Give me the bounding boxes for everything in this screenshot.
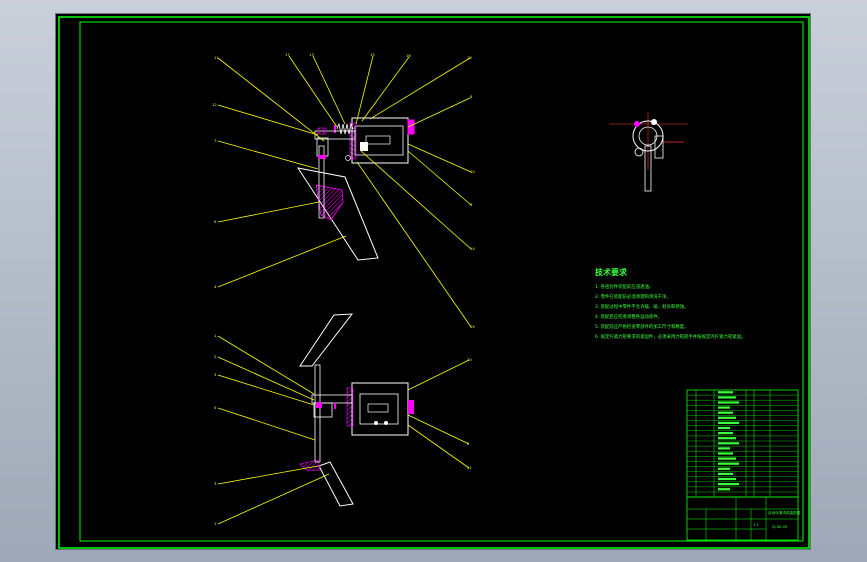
parts-row-text [718,488,730,491]
parts-row-text [718,401,739,404]
bottom-view-balloons: 1 2 3 5 3 1 20 5 21 [214,333,472,526]
drawing-number: ZJ-00-00 [772,525,788,529]
svg-text:2: 2 [214,354,217,359]
top-view-balloons: 11 17 13 15 16 18 12 7 9 4 8 10 6 14 19 [212,52,475,329]
svg-text:4: 4 [214,284,217,289]
parts-row-text [718,483,739,486]
parts-row-text [718,447,730,450]
parts-row-text [718,426,730,430]
svg-text:15: 15 [370,52,375,57]
parts-row-text [718,411,733,414]
parts-row-text [718,396,736,399]
top-view-leaders [217,55,472,328]
tech-requirements-title: 技术要求 [595,267,628,277]
parts-row-text [718,421,739,424]
svg-text:12: 12 [212,102,217,107]
parts-row-text [718,416,736,419]
svg-text:5: 5 [467,441,470,446]
parts-row-text [718,391,733,394]
top-assembly-view [296,117,415,261]
inner-frame [79,21,804,542]
svg-text:19: 19 [470,324,475,329]
cad-viewport[interactable]: 11 17 13 15 16 18 12 7 9 4 8 10 6 14 19 [55,13,811,550]
tech-note: 1. 各密封件装配前应浸透油。 [595,283,653,290]
parts-row-text [718,477,736,481]
svg-text:6: 6 [470,202,473,207]
svg-text:1: 1 [214,521,217,526]
tech-note: 5. 装配前应严格检查零部件的加工尺寸和精度。 [595,323,688,330]
svg-text:18: 18 [467,55,472,60]
tech-note: 2. 零件在装配前必须清理和清洗干净。 [595,293,671,300]
drawing-scale: 1:1 [753,523,759,527]
parts-row-text [718,437,736,440]
svg-text:7: 7 [214,138,217,143]
svg-text:13: 13 [309,52,314,57]
parts-row-text [718,432,733,435]
technical-requirements: 技术要求 1. 各密封件装配前应浸透油。 2. 零件在装配前必须清理和清洗干净。… [595,267,745,340]
assembly-drawing: 11 17 13 15 16 18 12 7 9 4 8 10 6 14 19 [58,16,810,549]
parts-row-text [718,472,733,475]
tech-note: 6. 规定拧紧力矩要求的紧固件，必须采用力矩扳手并按规定的拧紧力矩紧固。 [595,333,745,340]
svg-text:10: 10 [470,169,475,174]
bottom-assembly-view [299,313,414,507]
parts-row-text [718,442,739,445]
svg-text:14: 14 [470,246,475,251]
parts-row-text [718,452,733,455]
drawing-name: 自动化清洗机装配图 [768,510,801,515]
svg-text:8: 8 [470,94,473,99]
bottom-view-leaders [217,335,470,525]
svg-text:9: 9 [214,219,217,224]
tech-note: 4. 装配后应检查调整各运动部件。 [595,313,662,320]
svg-text:21: 21 [467,465,472,470]
svg-text:3: 3 [214,372,217,377]
outer-frame [58,16,810,549]
tech-note: 3. 装配过程中零件不允许磕、碰、划伤和锈蚀。 [595,303,688,310]
svg-text:3: 3 [214,481,217,486]
svg-text:17: 17 [285,52,290,57]
svg-text:16: 16 [406,53,411,58]
title-block: 自动化清洗机装配图 ZJ-00-00 1:1 [686,496,801,541]
svg-text:1: 1 [214,333,217,338]
parts-row-text [718,457,736,460]
svg-text:5: 5 [214,405,217,410]
svg-text:20: 20 [467,357,472,362]
parts-row-text [718,406,730,409]
parts-row-text [718,462,739,465]
side-detail-view [609,112,688,192]
svg-text:11: 11 [214,55,219,60]
parts-row-text [718,467,730,470]
parts-list [686,389,799,498]
